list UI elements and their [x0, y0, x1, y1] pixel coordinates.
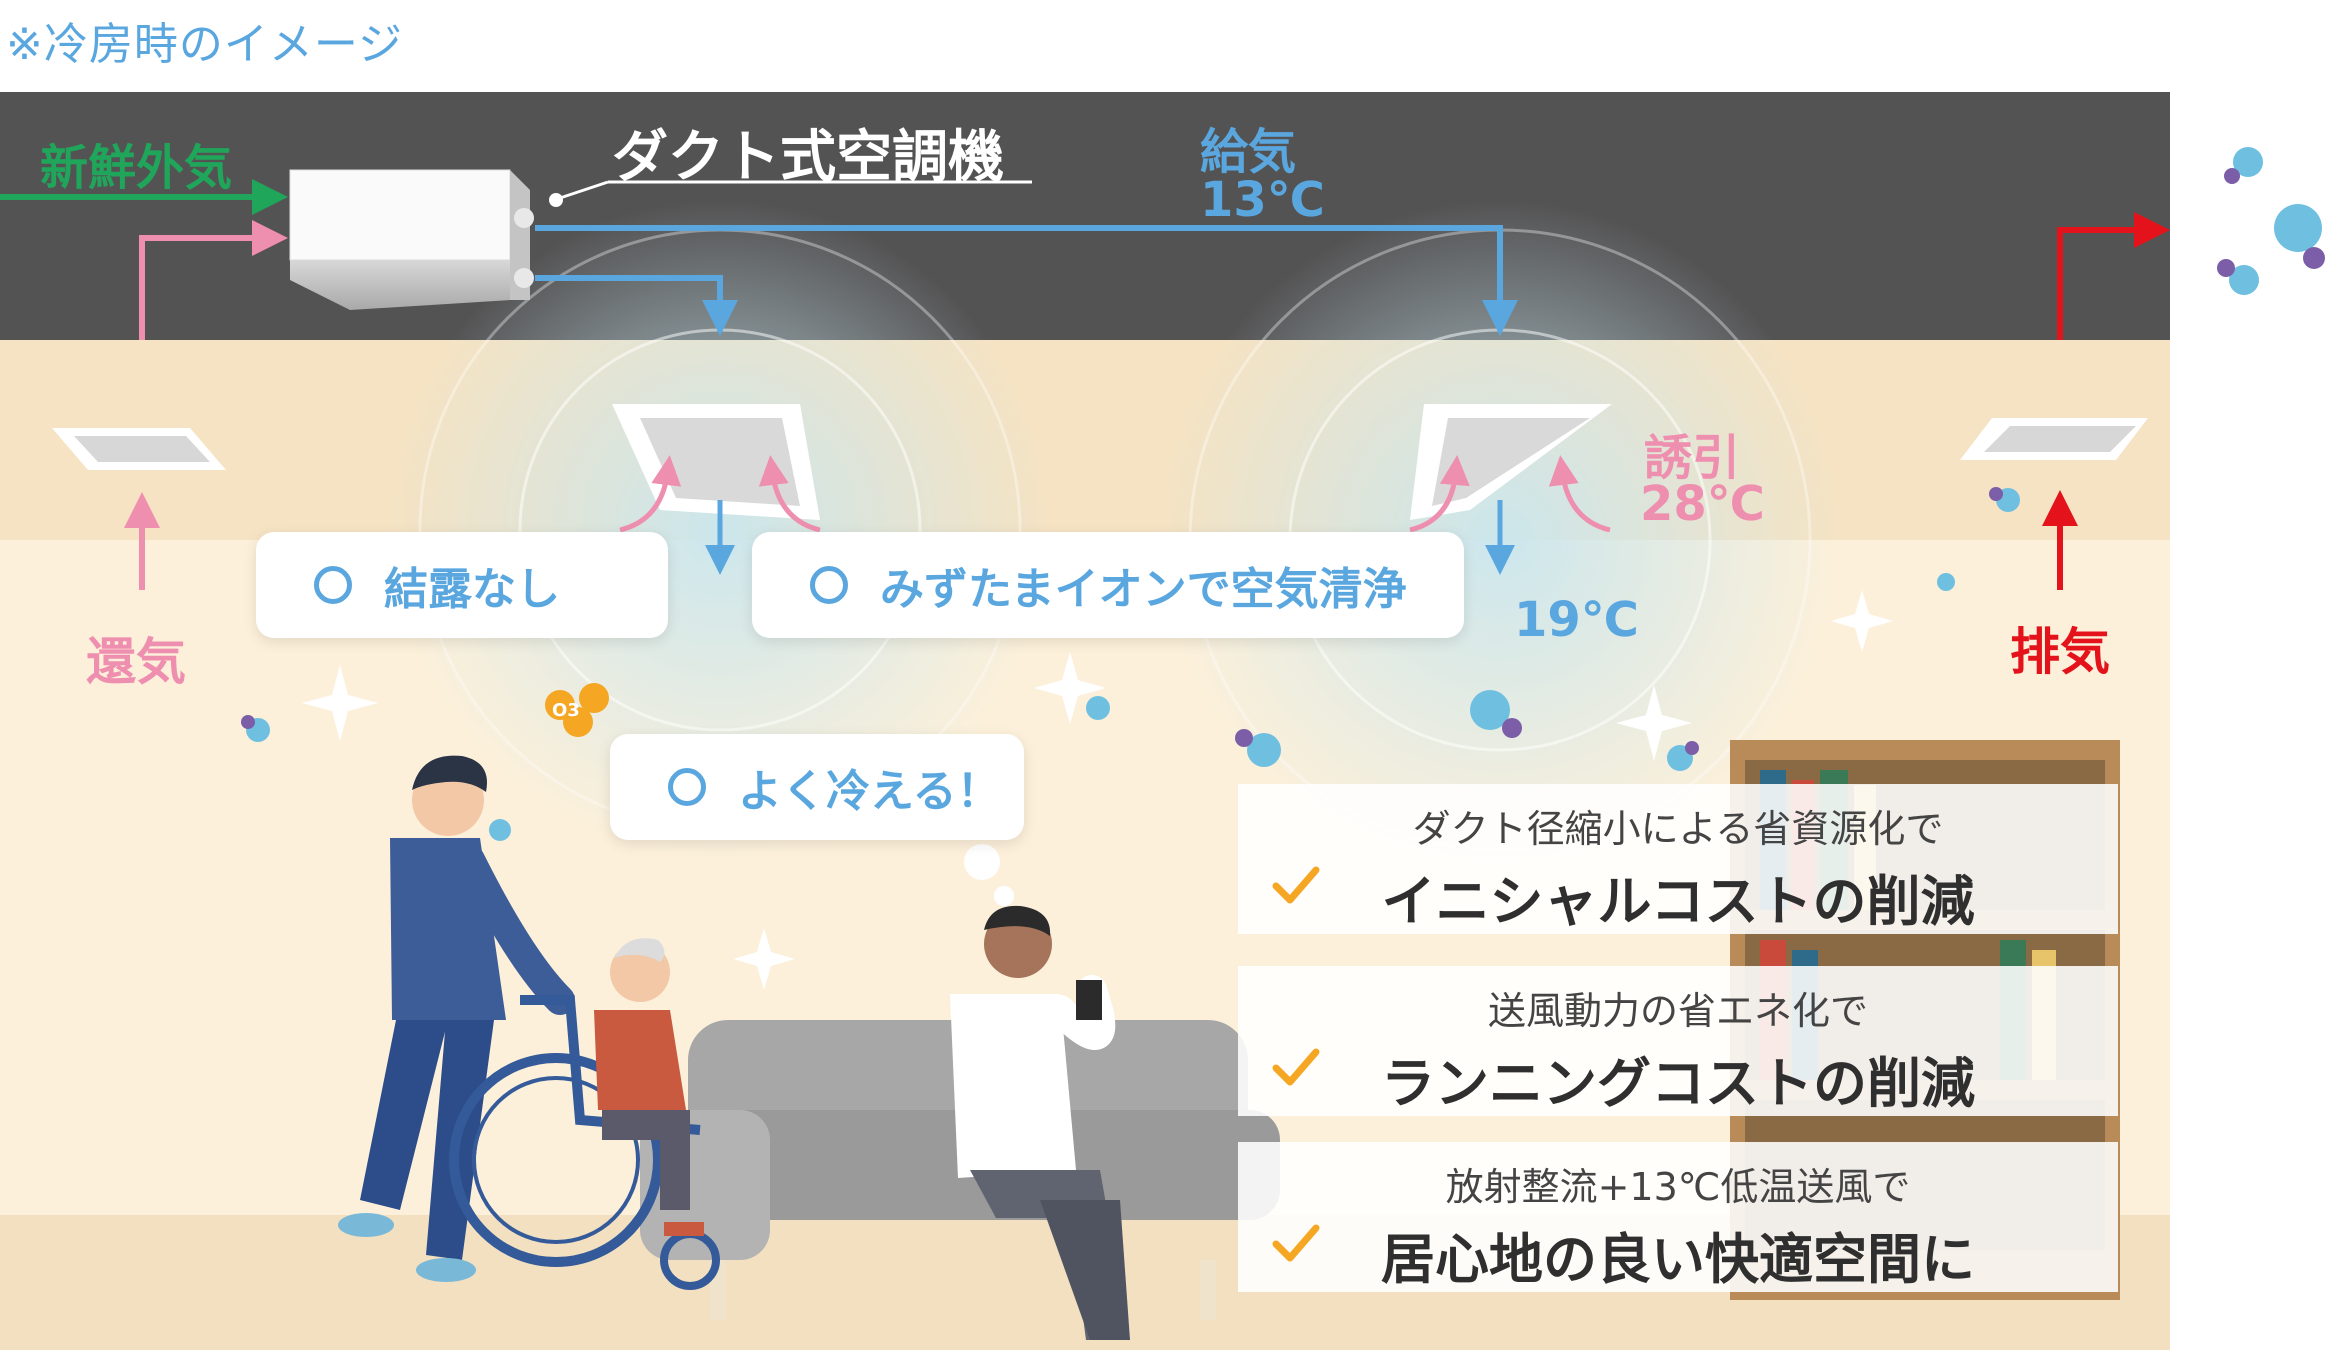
ozone-molecule: [545, 683, 609, 737]
wheelchair-figure: [449, 938, 720, 1290]
check-icon: [1272, 866, 1320, 904]
check-icon: [1272, 1224, 1320, 1262]
benefit-initial-cost: ダクト径縮小による省資源化で イニシャルコストの削減: [1238, 784, 2118, 934]
bubble-text: 結露なし: [384, 564, 560, 615]
unit-name-label: ダクト式空調機: [612, 125, 1004, 190]
circle-icon: [668, 768, 706, 806]
fresh-air-label: 新鮮外気: [40, 140, 233, 196]
benefit-running-cost: 送風動力の省エネ化で ランニングコストの削減: [1238, 966, 2118, 1116]
benefit-sub: 放射整流+13℃低温送風で: [1445, 1165, 1911, 1209]
bubble-ion-purification: みずたまイオンで空気清浄: [752, 532, 1464, 638]
bubble-text: よく冷える！: [738, 766, 1001, 817]
benefit-main: イニシャルコストの削減: [1359, 857, 1997, 936]
sparkles: [302, 590, 1893, 990]
circle-icon: [314, 566, 352, 604]
supply-duct-main: [535, 225, 1518, 336]
bubble-text: みずたまイオンで空気清浄: [880, 564, 1407, 615]
benefit-sub: ダクト径縮小による省資源化で: [1412, 807, 1944, 851]
room-temp-label: 19℃: [1514, 592, 1639, 648]
supply-diffuser-right: [1410, 404, 1612, 520]
note-text: ※冷房時のイメージ: [6, 19, 403, 70]
induction-label: 誘引: [1644, 430, 1741, 486]
return-air-duct: [139, 220, 288, 340]
bubble-cools-well: よく冷える！: [610, 734, 1024, 840]
return-air-label: 還気: [86, 633, 186, 691]
benefit-main: 居心地の良い快適空間に: [1359, 1215, 1997, 1294]
induction-temp-label: 28℃: [1640, 476, 1765, 532]
bubble-no-condensation: 結露なし: [256, 532, 668, 638]
ozone-label: O3: [552, 700, 580, 721]
benefit-main: ランニングコストの削減: [1359, 1039, 1997, 1118]
circle-icon: [810, 566, 848, 604]
caregiver-figure: [338, 755, 575, 1282]
benefit-comfort: 放射整流+13℃低温送風で 居心地の良い快適空間に: [1238, 1142, 2118, 1292]
seated-man-figure: [950, 905, 1130, 1340]
ceiling-band: [0, 340, 2170, 540]
check-icon: [1272, 1048, 1320, 1086]
supply-duct-branch: [535, 275, 738, 336]
exhaust-vent: [1960, 418, 2148, 460]
ion-particles: [241, 147, 2325, 841]
supply-temp-label: 13℃: [1200, 172, 1325, 228]
exhaust-label: 排気: [2010, 623, 2110, 681]
supply-air-label: 給気: [1200, 124, 1297, 180]
benefit-sub: 送風動力の省エネ化で: [1487, 989, 1868, 1033]
ac-unit: [289, 169, 534, 310]
exhaust-duct: [2057, 212, 2170, 340]
return-vent: [52, 428, 226, 470]
